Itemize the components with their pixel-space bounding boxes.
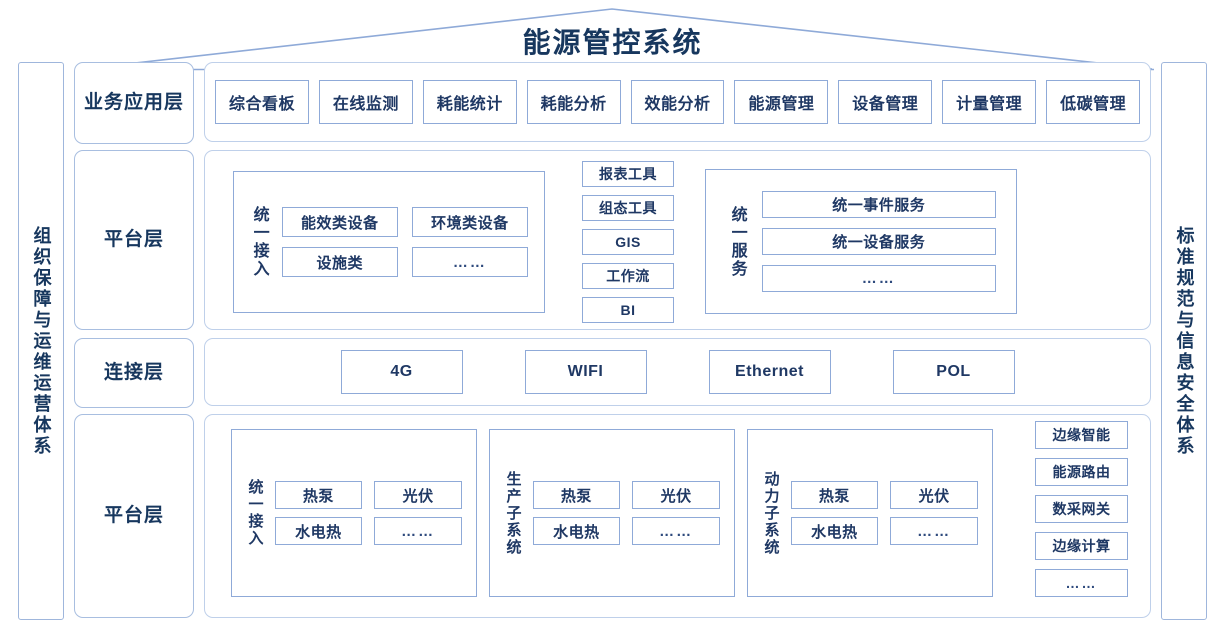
layer-label-platform-top: 平台层	[74, 150, 194, 330]
conn-chip-4g[interactable]: 4G	[340, 350, 463, 394]
unified-access-group: 统一接入 能效类设备 环境类设备 设施类 ……	[233, 171, 545, 313]
architecture-frame: 组织保障与运维运营体系 标准规范与信息安全体系 业务应用层 综合看板 在线监测 …	[18, 62, 1207, 620]
layer-body-connection: 4G WIFI Ethernet POL	[204, 338, 1151, 406]
service-chip-统一事件服务[interactable]: 统一事件服务	[761, 191, 996, 218]
app-chip-低碳管理[interactable]: 低碳管理	[1046, 80, 1141, 124]
app-chip-综合看板[interactable]: 综合看板	[215, 80, 309, 124]
side-band-right-label: 标准规范与信息安全体系	[1174, 225, 1195, 457]
app-chip-耗能分析[interactable]: 耗能分析	[526, 80, 621, 124]
device-chip-more-3[interactable]: ……	[890, 517, 978, 545]
layer-platform-bottom: 平台层 统一接入 热泵 光伏 水电热 …… 生产子系统 热泵 光伏	[74, 414, 1151, 618]
edge-chip-more[interactable]: ……	[1035, 569, 1128, 597]
side-band-organization: 组织保障与运维运营体系	[18, 62, 64, 620]
unified-access-items: 能效类设备 环境类设备 设施类 ……	[281, 207, 544, 277]
conn-chip-pol[interactable]: POL	[892, 350, 1015, 394]
edge-chip-数采网关[interactable]: 数采网关	[1035, 495, 1128, 523]
layer-label-connection: 连接层	[74, 338, 194, 408]
tool-chip-组态工具[interactable]: 组态工具	[582, 195, 674, 221]
access-chip-设施类[interactable]: 设施类	[281, 247, 398, 277]
unified-service-items: 统一事件服务 统一设备服务 ……	[761, 191, 1016, 292]
tool-chip-gis[interactable]: GIS	[582, 229, 674, 255]
conn-chip-wifi[interactable]: WIFI	[524, 350, 647, 394]
service-chip-统一设备服务[interactable]: 统一设备服务	[761, 228, 996, 255]
device-chip-水电热-3[interactable]: 水电热	[790, 517, 879, 545]
app-chip-能源管理[interactable]: 能源管理	[734, 80, 829, 124]
device-group-3-label: 动力子系统	[762, 470, 780, 556]
tool-chip-报表工具[interactable]: 报表工具	[582, 161, 674, 187]
app-chip-在线监测[interactable]: 在线监测	[318, 80, 413, 124]
layer-connection: 连接层 4G WIFI Ethernet POL	[74, 338, 1151, 408]
device-group-unified-access: 统一接入 热泵 光伏 水电热 ……	[231, 429, 477, 597]
layer-business-application: 业务应用层 综合看板 在线监测 耗能统计 耗能分析 效能分析 能源管理 设备管理…	[74, 62, 1151, 144]
layer-label-business-application: 业务应用层	[74, 62, 194, 144]
device-group-2-label: 生产子系统	[504, 470, 522, 556]
service-chip-more[interactable]: ……	[761, 265, 996, 292]
device-group-1-items: 热泵 光伏 水电热 ……	[274, 481, 477, 545]
app-chip-耗能统计[interactable]: 耗能统计	[422, 80, 517, 124]
device-group-1-label: 统一接入	[246, 479, 264, 547]
side-band-standards: 标准规范与信息安全体系	[1161, 62, 1207, 620]
device-chip-more-1[interactable]: ……	[374, 517, 462, 545]
edge-chip-边缘计算[interactable]: 边缘计算	[1035, 532, 1128, 560]
layer-platform-top: 平台层 统一接入 能效类设备 环境类设备 设施类 …… 报表工具 组态工具 GI…	[74, 150, 1151, 330]
device-chip-光伏-3[interactable]: 光伏	[890, 481, 978, 509]
app-chip-设备管理[interactable]: 设备管理	[838, 80, 933, 124]
platform-tool-column: 报表工具 组态工具 GIS 工作流 BI	[582, 161, 674, 323]
device-chip-水电热-2[interactable]: 水电热	[532, 517, 621, 545]
app-chip-效能分析[interactable]: 效能分析	[630, 80, 725, 124]
device-chip-光伏-2[interactable]: 光伏	[632, 481, 720, 509]
app-chip-计量管理[interactable]: 计量管理	[942, 80, 1037, 124]
page-title: 能源管控系统	[522, 27, 703, 58]
device-group-power-subsystem: 动力子系统 热泵 光伏 水电热 ……	[747, 429, 993, 597]
layer-stack: 业务应用层 综合看板 在线监测 耗能统计 耗能分析 效能分析 能源管理 设备管理…	[74, 62, 1151, 618]
device-chip-热泵-1[interactable]: 热泵	[274, 481, 363, 509]
device-chip-more-2[interactable]: ……	[632, 517, 720, 545]
unified-service-group: 统一服务 统一事件服务 统一设备服务 ……	[705, 169, 1017, 314]
device-group-production-subsystem: 生产子系统 热泵 光伏 水电热 ……	[489, 429, 735, 597]
unified-service-label: 统一服务	[728, 205, 746, 278]
access-chip-能效类设备[interactable]: 能效类设备	[281, 207, 398, 237]
unified-access-label: 统一接入	[250, 206, 268, 278]
conn-chip-ethernet[interactable]: Ethernet	[708, 350, 831, 394]
layer-body-platform-bottom: 统一接入 热泵 光伏 水电热 …… 生产子系统 热泵 光伏 水电热 ……	[204, 414, 1151, 618]
access-chip-more[interactable]: ……	[411, 247, 528, 277]
device-chip-热泵-2[interactable]: 热泵	[532, 481, 621, 509]
side-band-left-label: 组织保障与运维运营体系	[31, 225, 52, 457]
application-chip-row: 综合看板 在线监测 耗能统计 耗能分析 效能分析 能源管理 设备管理 计量管理 …	[215, 80, 1141, 124]
device-chip-光伏-1[interactable]: 光伏	[374, 481, 462, 509]
layer-body-business-application: 综合看板 在线监测 耗能统计 耗能分析 效能分析 能源管理 设备管理 计量管理 …	[204, 62, 1151, 142]
device-chip-热泵-3[interactable]: 热泵	[790, 481, 879, 509]
layer-label-platform-bottom: 平台层	[74, 414, 194, 618]
layer-body-platform-top: 统一接入 能效类设备 环境类设备 设施类 …… 报表工具 组态工具 GIS 工作…	[204, 150, 1151, 330]
tool-chip-bi[interactable]: BI	[582, 297, 674, 323]
edge-capability-column: 边缘智能 能源路由 数采网关 边缘计算 ……	[1035, 421, 1128, 597]
access-chip-环境类设备[interactable]: 环境类设备	[411, 207, 528, 237]
device-group-2-items: 热泵 光伏 水电热 ……	[532, 481, 735, 545]
tool-chip-工作流[interactable]: 工作流	[582, 263, 674, 289]
device-chip-水电热-1[interactable]: 水电热	[274, 517, 363, 545]
edge-chip-边缘智能[interactable]: 边缘智能	[1035, 421, 1128, 449]
device-group-3-items: 热泵 光伏 水电热 ……	[790, 481, 993, 545]
connection-chip-row: 4G WIFI Ethernet POL	[205, 350, 1150, 394]
edge-chip-能源路由[interactable]: 能源路由	[1035, 458, 1128, 486]
